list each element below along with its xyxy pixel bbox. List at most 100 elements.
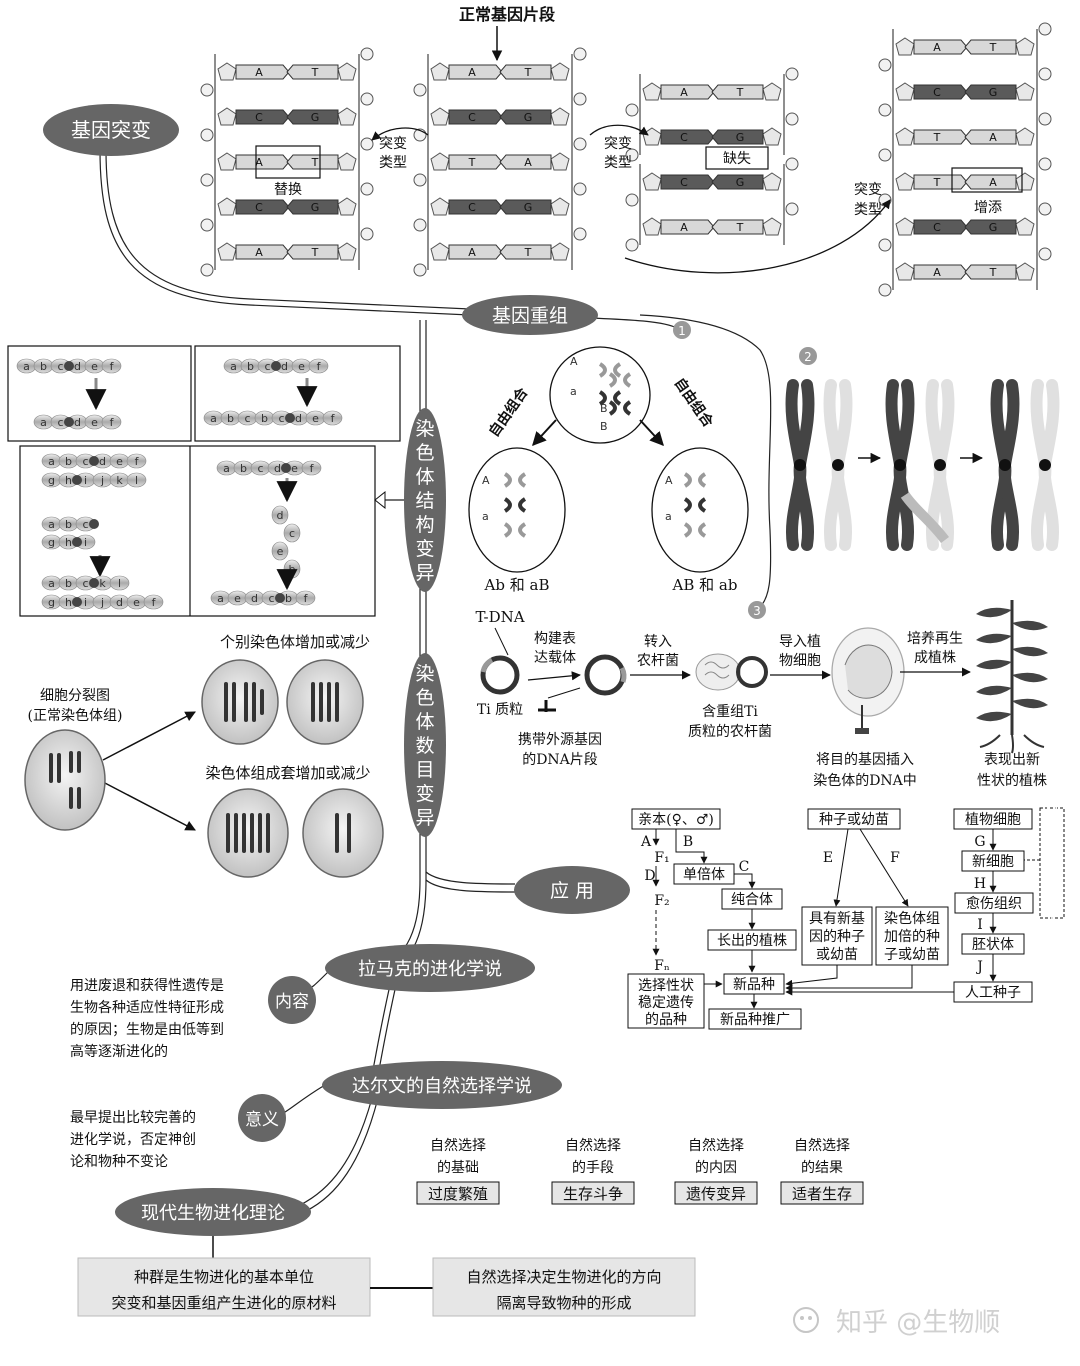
svg-text:基因突变: 基因突变 bbox=[71, 118, 151, 142]
svg-text:a: a bbox=[570, 385, 577, 398]
svg-text:A: A bbox=[468, 246, 476, 259]
svg-text:表现出新: 表现出新 bbox=[984, 752, 1040, 768]
svg-text:B: B bbox=[600, 420, 608, 433]
svg-text:a: a bbox=[48, 577, 55, 590]
svg-text:1: 1 bbox=[678, 324, 686, 338]
svg-text:C: C bbox=[933, 221, 941, 234]
left-result: Ab 和 aB bbox=[484, 576, 550, 594]
svg-text:过度繁殖: 过度繁殖 bbox=[428, 1185, 488, 1203]
svg-text:A: A bbox=[665, 474, 673, 487]
plant-cell-box: 植物细胞 bbox=[965, 812, 1021, 828]
svg-text:的DNA片段: 的DNA片段 bbox=[522, 752, 598, 768]
svg-text:色: 色 bbox=[415, 442, 434, 464]
svg-text:A: A bbox=[933, 266, 941, 279]
mutation-type-label-1a: 突变 bbox=[379, 136, 407, 152]
svg-text:b: b bbox=[40, 360, 47, 373]
svg-text:数: 数 bbox=[415, 735, 434, 757]
svg-text:T: T bbox=[311, 246, 319, 259]
svg-text:G: G bbox=[736, 131, 745, 144]
haploid-box: 单倍体 bbox=[683, 867, 725, 883]
svg-text:A: A bbox=[482, 474, 490, 487]
svg-text:他: 他 bbox=[1042, 830, 1061, 852]
svg-text:导入植: 导入植 bbox=[779, 634, 821, 650]
svg-text:k: k bbox=[116, 474, 123, 487]
svg-text:h: h bbox=[65, 536, 72, 549]
free-combination-right: 自由组合 bbox=[671, 375, 718, 431]
svg-text:基: 基 bbox=[1042, 902, 1061, 924]
svg-text:e: e bbox=[298, 360, 305, 373]
svg-text:体: 体 bbox=[415, 711, 434, 733]
natural-selection-items: 自然选择的基础过度繁殖自然选择的手段生存斗争自然选择的内因遗传变异自然选择的结果… bbox=[417, 1137, 863, 1204]
svg-text:i: i bbox=[84, 596, 87, 609]
svg-text:A: A bbox=[680, 86, 688, 99]
svg-text:d: d bbox=[74, 416, 81, 429]
svg-text:A: A bbox=[680, 221, 688, 234]
new-cell-box: 新细胞 bbox=[972, 854, 1014, 870]
svg-text:自然选择: 自然选择 bbox=[688, 1137, 744, 1154]
svg-text:Fₙ: Fₙ bbox=[654, 958, 670, 974]
svg-text:培养再生: 培养再生 bbox=[907, 631, 963, 647]
svg-text:c: c bbox=[268, 592, 274, 605]
plant-illustration bbox=[976, 600, 1048, 753]
svg-text:A: A bbox=[255, 66, 263, 79]
svg-text:G: G bbox=[311, 201, 320, 214]
tdna-label: T-DNA bbox=[475, 608, 524, 626]
svg-text:a: a bbox=[217, 592, 224, 605]
svg-text:c: c bbox=[289, 527, 295, 540]
svg-text:农杆菌: 农杆菌 bbox=[637, 653, 679, 669]
svg-text:高等逐渐进化的: 高等逐渐进化的 bbox=[70, 1043, 168, 1060]
svg-text:G: G bbox=[524, 111, 533, 124]
svg-text:D: D bbox=[644, 868, 655, 884]
svg-text:的品种: 的品种 bbox=[645, 1012, 687, 1028]
dna-strand: ATCGATCGAT bbox=[201, 48, 373, 276]
svg-text:b: b bbox=[261, 412, 268, 425]
svg-text:适者生存: 适者生存 bbox=[792, 1185, 852, 1203]
svg-text:C: C bbox=[739, 859, 750, 875]
svg-text:T: T bbox=[468, 156, 476, 169]
svg-text:B: B bbox=[683, 834, 693, 850]
svg-text:b: b bbox=[65, 577, 72, 590]
promote-box: 新品种推广 bbox=[720, 1012, 790, 1028]
svg-text:的结果: 的结果 bbox=[801, 1160, 843, 1176]
modern-theory-node: 现代生物进化理论 bbox=[115, 1188, 311, 1236]
svg-text:a: a bbox=[223, 462, 230, 475]
modern-right-2: 隔离导致物种的形成 bbox=[496, 1294, 631, 1312]
lamarck-node: 拉马克的进化学说 bbox=[325, 944, 535, 992]
svg-text:物细胞: 物细胞 bbox=[779, 653, 821, 669]
mutation-type-label-2a: 突变 bbox=[604, 136, 632, 152]
svg-text:变: 变 bbox=[415, 538, 434, 560]
dna-strand: ATCGTATACGAT bbox=[879, 23, 1051, 296]
svg-text:d: d bbox=[281, 360, 288, 373]
substitution-label: 替换 bbox=[274, 181, 302, 198]
svg-text:d: d bbox=[277, 509, 284, 522]
svg-text:的原因；生物是由低等到: 的原因；生物是由低等到 bbox=[70, 1021, 224, 1038]
set-change: 染色体组成套增加或减少 bbox=[205, 764, 370, 782]
svg-text:基因重组: 基因重组 bbox=[492, 305, 568, 327]
svg-text:稳定遗传: 稳定遗传 bbox=[638, 995, 694, 1011]
lamarck-meaning-text: 最早提出比较完善的进化学说，否定神创论和物种不变论 bbox=[70, 1110, 196, 1170]
svg-text:E: E bbox=[823, 850, 833, 866]
svg-text:加倍的种: 加倍的种 bbox=[884, 929, 940, 945]
svg-text:染: 染 bbox=[415, 418, 434, 440]
crossover-diagram bbox=[792, 385, 1054, 545]
ti-plasmid-label: Ti 质粒 bbox=[477, 702, 523, 718]
svg-text:将目的基因插入: 将目的基因插入 bbox=[816, 751, 914, 768]
modern-theory-boxes: 种群是生物进化的基本单位 突变和基因重组产生进化的原材料 自然选择决定生物进化的… bbox=[78, 1236, 695, 1316]
svg-text:G: G bbox=[736, 176, 745, 189]
svg-text:论和物种不变论: 论和物种不变论 bbox=[70, 1154, 168, 1170]
svg-text:d: d bbox=[74, 360, 81, 373]
svg-text:T: T bbox=[311, 66, 319, 79]
chrom-number-node: 染色体数目变异 bbox=[404, 653, 446, 837]
svg-text:C: C bbox=[680, 176, 688, 189]
svg-text:c: c bbox=[57, 360, 63, 373]
chromosome: abckl bbox=[42, 576, 129, 590]
svg-text:进化学说，否定神创: 进化学说，否定神创 bbox=[70, 1132, 196, 1148]
svg-text:子或幼苗: 子或幼苗 bbox=[884, 947, 940, 963]
svg-text:C: C bbox=[255, 111, 263, 124]
svg-text:c: c bbox=[82, 518, 88, 531]
svg-text:T: T bbox=[736, 86, 744, 99]
